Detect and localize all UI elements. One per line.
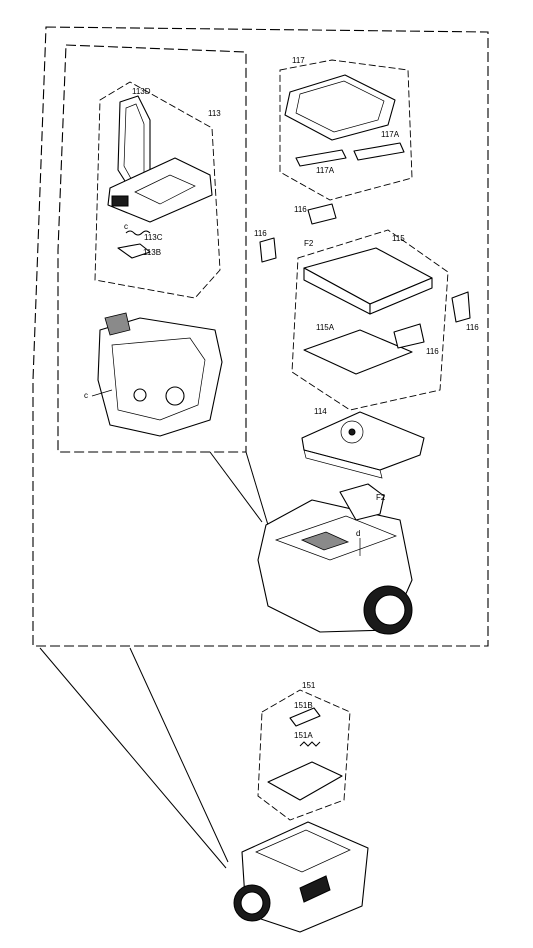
spring-151a — [299, 741, 321, 747]
label-117a-left: 117A — [316, 166, 335, 175]
tape-117a-left — [295, 149, 347, 167]
label-114: 114 — [314, 407, 327, 416]
flex-cable-f2 — [339, 483, 385, 521]
hdd-spindle — [348, 428, 356, 436]
tape-117a-right — [353, 142, 405, 161]
cover-117 — [284, 74, 396, 141]
camera-body-main-panel — [300, 531, 350, 551]
label-151b: 151B — [294, 701, 313, 710]
group-113-dashed-box — [94, 81, 221, 299]
label-f2-lower: F2 — [376, 493, 386, 502]
sheet-115a — [303, 329, 413, 375]
chassis-frame-left — [97, 317, 223, 437]
label-c-upper: c — [124, 222, 128, 231]
chassis-boss — [165, 386, 185, 406]
group-117-dashed-box — [279, 59, 413, 201]
group-115-dashed-box — [291, 229, 449, 411]
label-116-c: 116 — [466, 323, 479, 332]
label-117: 117 — [292, 56, 305, 65]
outer-dashed-boundary — [32, 26, 489, 647]
leader-c — [91, 389, 113, 397]
hdd-114-edge — [303, 449, 383, 479]
label-113c: 113C — [144, 233, 163, 242]
clip-113b — [117, 243, 151, 259]
label-116-a: 116 — [254, 229, 267, 238]
label-113b: 113B — [143, 248, 161, 257]
label-151a: 151A — [294, 731, 313, 740]
leader-line — [245, 451, 269, 526]
bracket-116-b — [307, 203, 337, 225]
label-115a: 115A — [316, 323, 335, 332]
hdd-platter — [340, 420, 364, 444]
label-116-b: 116 — [294, 205, 307, 214]
bracket-116-d — [393, 323, 425, 349]
label-d: d — [356, 529, 360, 538]
label-f2-upper: F2 — [304, 239, 314, 248]
label-115: 115 — [392, 234, 405, 243]
leader-line — [209, 451, 263, 523]
part-151b — [289, 707, 321, 727]
cover-117-inner — [295, 80, 385, 133]
bracket-116-c — [451, 291, 471, 323]
bracket-116-a — [259, 237, 277, 263]
label-151: 151 — [302, 681, 316, 690]
camera-body-main-top — [274, 515, 397, 561]
camera-body-bottom-badge — [299, 875, 331, 903]
bracket-plate-113 — [107, 157, 213, 223]
leader-line — [129, 647, 229, 863]
label-116-d: 116 — [426, 347, 439, 356]
chassis-frame-left-detail — [111, 337, 206, 421]
hdd-114 — [301, 411, 425, 471]
board-115-front — [369, 277, 433, 315]
bracket-tab — [111, 195, 129, 207]
camera-lens-bottom-glass — [240, 891, 264, 915]
camera-lens-glass — [374, 594, 406, 626]
label-113d: 113D — [132, 87, 151, 96]
spring-113c — [125, 230, 151, 236]
chassis-boss — [133, 388, 147, 402]
label-117a-right: 117A — [381, 130, 400, 139]
leader-line — [39, 647, 227, 869]
label-c-lower: c — [84, 391, 88, 400]
label-113: 113 — [208, 109, 221, 118]
group-151-dashed-box — [257, 689, 351, 821]
chassis-frame-left-panel — [104, 312, 131, 336]
camera-body-bottom-top — [255, 829, 351, 873]
inner-dashed-boundary — [57, 44, 247, 453]
bracket-plate-detail — [134, 174, 196, 205]
plate-151 — [267, 761, 343, 801]
